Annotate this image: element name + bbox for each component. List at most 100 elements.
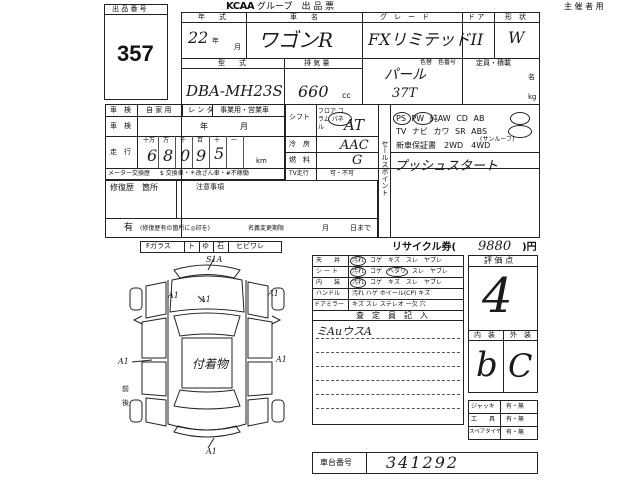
evaluation-label: 評 価 点 <box>484 256 514 265</box>
rental-label: レ ン タ <box>188 106 214 114</box>
name-change-day: 日まで <box>350 224 371 232</box>
damage-mark-left-door: A1 <box>118 357 129 366</box>
glass-row <box>140 241 282 253</box>
vehicle-inspection-label: 車 検 <box>110 122 131 130</box>
wheel-rear-left <box>129 399 143 423</box>
inspection-label: 車 検 <box>110 106 131 114</box>
rear-window <box>173 389 241 410</box>
equip-pw-circle <box>413 112 433 125</box>
name-change-label: 名義変更期限 <box>248 225 285 232</box>
glass-item: ト <box>188 242 195 250</box>
wheel-rear-right <box>271 399 285 423</box>
right-front-fender <box>247 281 269 319</box>
shape-label: 形 状 <box>505 13 526 21</box>
digit-label-1: 一 <box>231 137 238 144</box>
color-value: パール <box>384 67 426 83</box>
color-number-label: 色番号 <box>438 59 457 66</box>
damage-mark-bottom: A1 <box>206 447 217 456</box>
recycle-label: リサイクル券( <box>392 242 457 253</box>
damage-mark-hood: A1 <box>200 295 211 304</box>
door-label: ド ア <box>468 13 485 21</box>
inspection-year-label: 年 <box>200 122 208 131</box>
capacity-unit-persons: 名 <box>528 73 535 81</box>
ceiling-dirt-mark <box>350 256 366 266</box>
wheel-front-left <box>129 287 143 311</box>
condition-row-items: 汚れ ハゲ ホイール(CP) キズ <box>352 290 431 297</box>
left-front-fender <box>145 281 167 319</box>
sales-point-label: セールスポイント <box>381 140 389 196</box>
car-diagram <box>129 257 285 449</box>
recycle-value: 9880 <box>478 239 512 254</box>
glass-item: ゆ <box>202 242 209 250</box>
grade-value: FXリミテッドII <box>368 30 484 49</box>
shift-circle <box>328 112 352 126</box>
rear-bumper <box>173 425 241 438</box>
right-front-door <box>247 317 273 359</box>
mileage-digit: 0 <box>180 146 191 165</box>
cooler-label: 冷 房 <box>289 140 310 148</box>
damage-mark-right-door: A1 <box>276 355 287 364</box>
equipment-line-1: PS PW 純AW CD AB <box>396 114 485 123</box>
tool-label: 工 具 <box>471 416 496 423</box>
car-name-value: ワゴンR <box>258 28 334 52</box>
damage-mark-right-fender: A1 <box>268 289 279 298</box>
digit-label-100: 百 <box>197 137 204 144</box>
seat-wear-mark <box>386 267 408 277</box>
month-suffix: 月 <box>234 43 241 51</box>
exterior-label: 外 装 <box>510 331 531 339</box>
left-rear-door <box>141 361 167 397</box>
mileage-digit: 5 <box>214 144 225 163</box>
damage-mark-top: S1A <box>206 255 223 264</box>
lot-number: 357 <box>117 41 154 66</box>
mileage-label: 走 行 <box>110 148 131 156</box>
condition-row-items: 汚れ コゲ キズ スレ ヤブレ <box>352 279 443 286</box>
private-use-label: 自 家 用 <box>146 106 172 114</box>
displacement-value: 660 <box>298 82 329 101</box>
seat-dirt-mark <box>350 267 366 277</box>
interior-grade: b <box>476 345 498 385</box>
inspector-label: 査 定 員 記 入 <box>356 311 428 320</box>
condition-row-items: 汚れ コゲ キズ スレ ヤブレ <box>352 257 443 264</box>
sheet-title: グループ 出 品 票 <box>257 2 335 12</box>
damage-note-center: 付着物 <box>192 357 229 371</box>
condition-row-label: シ ー ト <box>316 268 338 275</box>
left-front-door <box>141 317 167 359</box>
cc-unit: cc <box>342 91 351 100</box>
capacity-unit-kg: kg <box>528 93 537 101</box>
chassis-box <box>312 452 538 474</box>
sales-point-value: プッシュスタート <box>394 159 499 174</box>
tool-value: 有・無 <box>506 429 525 436</box>
mileage-digit: 9 <box>196 146 207 165</box>
mirror-right <box>271 315 282 325</box>
digit-label-1k: 千 <box>180 137 187 144</box>
chassis-number: 341292 <box>386 453 460 472</box>
tool-value: 有・無 <box>506 416 525 423</box>
tool-label: ジャッキ <box>471 403 495 410</box>
inspection-grid <box>105 104 285 180</box>
glass-label: Fガラス <box>146 242 171 250</box>
color-code: 37T <box>392 86 418 101</box>
equipment-sunroof-note: (サンルーフ) <box>480 136 515 143</box>
digit-label-10: 十 <box>214 137 221 144</box>
left-rear-fender <box>145 397 167 427</box>
meter-change-label: メーター交換歴 <box>108 170 151 177</box>
dealer-label: 主 催 者 用 <box>564 2 604 11</box>
repair-history-label: 修復歴 箇所 <box>110 183 158 192</box>
damage-mark-left-fender: A1 <box>168 291 179 300</box>
year-label: 年 式 <box>198 13 226 21</box>
car-name-label: 車 名 <box>290 13 318 21</box>
shape-value: W <box>508 28 525 47</box>
km-unit: km <box>256 157 267 165</box>
equipment-line-3: 新車保証書 2WD 4WD <box>396 141 491 150</box>
condition-row-label: ドアミラー <box>314 301 344 308</box>
evaluation-score: 4 <box>482 268 513 324</box>
year-value: 22 <box>188 28 209 47</box>
cooler-value: AAC <box>340 138 369 153</box>
equip-ab-circle <box>510 112 530 125</box>
lot-number-box <box>104 4 168 100</box>
condition-row-label: 天 井 <box>316 257 341 264</box>
business-use-label: 事業用・営業車 <box>220 106 269 114</box>
repair-has-detail: (修復歴有の箇所に◎印を) <box>140 225 210 232</box>
front-bumper <box>173 264 241 279</box>
